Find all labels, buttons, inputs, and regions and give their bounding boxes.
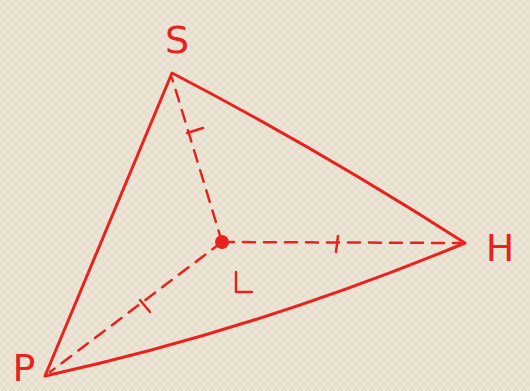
vertex-label: P	[13, 349, 36, 387]
vertex-label: H	[486, 229, 515, 267]
center-point	[215, 235, 229, 249]
dashed-segments	[50, 78, 460, 372]
equal-marks	[140, 128, 338, 312]
vertex-label: S	[165, 21, 189, 59]
triangle-outline	[45, 73, 465, 376]
